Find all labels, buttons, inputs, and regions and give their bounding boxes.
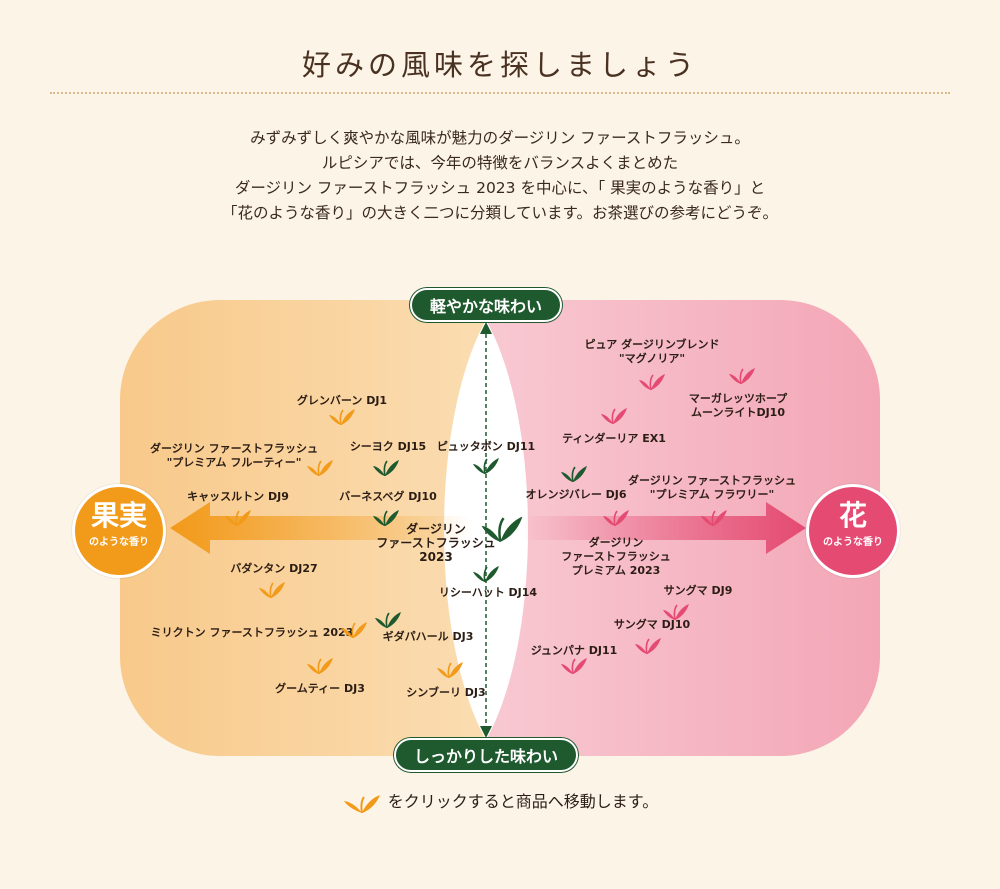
tea-label-millikthong[interactable]: ミリクトン ファーストフラッシュ 2023 [151,626,354,640]
tea-label-line: サングマ DJ9 [663,584,733,597]
tea-label-premium-flowery[interactable]: ダージリン ファーストフラッシュ"プレミアム フラワリー" [628,474,796,502]
tea-label-line: サングマ DJ10 [613,618,691,631]
tea-label-line: ダージリン ファーストフラッシュ [627,474,797,487]
tea-label-line: ミリクトン ファーストフラッシュ 2023 [150,626,354,639]
intro-line: ルピシアでは、今年の特徴をバランスよくまとめた [321,154,679,172]
tea-label-jungpana[interactable]: ジュンパナ DJ11 [531,644,618,658]
tea-label-line: ティンダーリア EX1 [562,432,666,445]
tea-leaf-icon[interactable] [560,652,588,676]
tea-leaf-icon[interactable] [600,402,628,426]
flower-badge: 花 のような香り [806,484,900,578]
tea-label-tindharia[interactable]: ティンダーリア EX1 [562,432,666,446]
tea-leaf-icon[interactable] [662,598,690,622]
intro-text: みずみずしく爽やかな風味が魅力のダージリン ファーストフラッシュ。 ルピシアでは… [0,126,1000,226]
tea-leaf-icon[interactable] [634,632,662,656]
flower-badge-title: 花 [838,499,867,532]
tea-leaf-icon[interactable] [306,454,334,478]
tea-leaf-icon[interactable] [472,452,500,476]
page-title: 好みの風味を探しましょう [301,48,698,82]
fruit-arrow [170,502,470,554]
tea-label-line: "プレミアム フラワリー" [649,488,775,501]
tea-label-risheehat[interactable]: リシーハット DJ14 [439,586,537,600]
fruit-badge-subtitle: のような香り [89,537,149,548]
tea-label-line: バーネスベグ DJ10 [339,490,437,503]
tea-label-castleton[interactable]: キャッスルトン DJ9 [187,490,289,504]
axis-label-light: 軽やかな味わい [409,288,563,322]
tea-label-line: ファーストフラッシュ [561,550,671,563]
axis-arrow-down [480,726,492,738]
tea-label-margarets-hope[interactable]: マーガレッツホープムーンライトDJ10 [689,392,787,420]
tea-label-line: グームティー DJ3 [275,682,365,695]
tea-label-line: ダージリン [588,536,644,549]
tea-label-line: "プレミアム フルーティー" [166,456,302,469]
intro-line: みずみずしく爽やかな風味が魅力のダージリン ファーストフラッシュ。 [250,129,750,147]
tea-label-line: ムーンライトDJ10 [691,406,785,419]
tea-label-line: "マグノリア" [618,352,686,365]
tea-leaf-icon[interactable] [638,368,666,392]
tea-label-premium-2023[interactable]: ダージリンファーストフラッシュプレミアム 2023 [561,536,670,578]
tea-label-line: マーガレッツホープ [688,392,788,405]
tea-label-line: ジュンパナ DJ11 [530,644,618,657]
tea-label-barnesbeg[interactable]: バーネスベグ DJ10 [339,490,437,504]
tea-leaf-icon[interactable] [374,606,402,630]
tea-label-line: グレンバーン DJ1 [296,394,388,407]
tea-label-seeyok[interactable]: シーヨク DJ15 [350,440,426,454]
tea-leaf-icon[interactable] [306,652,334,676]
axis-label-strong: しっかりした味わい [393,738,579,772]
tea-label-glenburn[interactable]: グレンバーン DJ1 [297,394,387,408]
intro-line: 「花のような香り」の大きく二つに分類しています。お茶選びの参考にどうぞ。 [222,204,778,222]
tea-label-line: リシーハット DJ14 [438,586,538,599]
tea-label-giddapahar[interactable]: ギダパハール DJ3 [383,630,474,644]
tea-label-goomtee[interactable]: グームティー DJ3 [275,682,365,696]
fruit-badge-title: 果実 [90,499,147,532]
tea-label-line: キャッスルトン DJ9 [187,490,289,503]
tea-leaf-icon[interactable] [472,560,500,584]
footer-text: をクリックすると商品へ移動します。 [387,792,659,811]
footer-note: をクリックすると商品へ移動します。 [0,788,1000,815]
tea-leaf-icon[interactable] [560,460,588,484]
tea-leaf-icon[interactable] [328,403,356,427]
tea-label-line: ダージリン [406,522,466,536]
title-divider [50,92,950,94]
fruit-badge: 果実 のような香り [72,484,166,578]
tea-label-sungma-dj9[interactable]: サングマ DJ9 [664,584,733,598]
tea-label-line: シンブーリ DJ3 [406,686,486,699]
tea-leaf-icon[interactable] [728,362,756,386]
tea-leaf-icon[interactable] [480,506,524,546]
tea-leaf-icon[interactable] [372,454,400,478]
tea-label-orange-valley[interactable]: オレンジバレー DJ6 [525,488,626,502]
tea-leaf-icon[interactable] [602,504,630,528]
tea-label-badamtam[interactable]: バダンタン DJ27 [230,562,317,576]
tea-leaf-icon[interactable] [340,616,368,640]
tea-leaf-icon[interactable] [700,504,728,528]
tea-label-line: ギダパハール DJ3 [382,630,474,643]
tea-label-line: ファーストフラッシュ [376,536,496,550]
tea-label-line: ピュア ダージリンブレンド [584,338,720,351]
tea-label-line: プレミアム 2023 [571,564,661,577]
flower-arrow [520,502,806,554]
tea-label-pure-magnolia[interactable]: ピュア ダージリンブレンド"マグノリア" [584,338,719,366]
tea-label-premium-fruity[interactable]: ダージリン ファーストフラッシュ"プレミアム フルーティー" [150,442,318,470]
axis-arrow-up [480,322,492,334]
tea-label-line: ダージリン ファーストフラッシュ [149,442,319,455]
flower-badge-subtitle: のような香り [823,537,883,548]
tea-label-line: バダンタン DJ27 [230,562,318,575]
tea-label-line: 2023 [419,550,453,564]
intro-line: ダージリン ファーストフラッシュ 2023 を中心に、「 果実のような香り」と [234,179,766,197]
tea-leaf-icon [343,794,380,813]
tea-label-line: ピュッタボン DJ11 [436,440,536,453]
tea-label-puttabong[interactable]: ピュッタボン DJ11 [437,440,535,454]
tea-label-sungma-dj10[interactable]: サングマ DJ10 [614,618,690,632]
tea-label-singbulli[interactable]: シンブーリ DJ3 [406,686,485,700]
tea-leaf-icon[interactable] [436,656,464,680]
tea-leaf-icon[interactable] [224,504,252,528]
tea-label-line: オレンジバレー DJ6 [525,488,627,501]
tea-leaf-icon[interactable] [258,576,286,600]
tea-label-line: シーヨク DJ15 [349,440,427,453]
tea-leaf-icon[interactable] [372,504,400,528]
